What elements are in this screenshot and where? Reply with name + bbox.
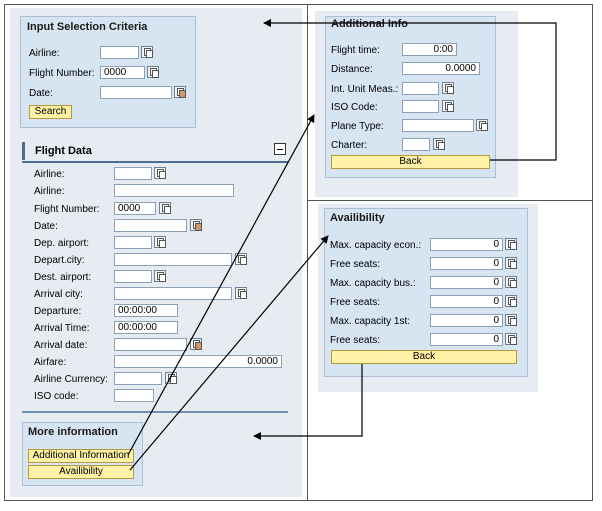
availibility-row-input[interactable]: 0 [430, 314, 503, 327]
availibility-row-label: Free seats: [330, 297, 381, 308]
plane-type-label: Plane Type: [331, 121, 384, 132]
value-help-icon[interactable] [235, 253, 247, 265]
fd-arrival-city-label: Arrival city: [34, 289, 83, 300]
value-help-icon[interactable] [505, 333, 517, 345]
fd-airline-name-label: Airline: [34, 186, 65, 197]
flight-number-label: Flight Number: [29, 68, 95, 79]
value-help-icon[interactable] [154, 236, 166, 248]
fd-arrival-date-input[interactable] [114, 338, 187, 351]
distance-label: Distance: [331, 64, 373, 75]
fd-arrival-time-label: Arrival Time: [34, 323, 90, 334]
charter-label: Charter: [331, 140, 368, 151]
availibility-row-label: Max. capacity bus.: [330, 278, 416, 289]
arrow-back-to-more-info [253, 364, 363, 440]
availibility-back-button[interactable]: Back [331, 350, 517, 364]
value-help-icon[interactable] [147, 66, 159, 78]
fd-flight-number-input[interactable]: 0000 [114, 202, 156, 215]
fd-airline-currency-input[interactable] [114, 372, 162, 385]
fd-arrival-date-label: Arrival date: [34, 340, 88, 351]
flight-data-title: Flight Data [35, 145, 92, 157]
calendar-icon[interactable] [190, 338, 202, 350]
fd-airline-input[interactable] [114, 167, 152, 180]
airline-label: Airline: [29, 48, 60, 59]
flight-time-label: Flight time: [331, 45, 380, 56]
more-information-title: More information [28, 426, 118, 438]
iso-code-label: ISO Code: [331, 102, 378, 113]
value-help-icon[interactable] [442, 100, 454, 112]
fd-airfare-input[interactable]: 0.0000 [114, 355, 282, 368]
additional-info-back-button[interactable]: Back [331, 155, 490, 169]
value-help-icon[interactable] [442, 82, 454, 94]
calendar-icon[interactable] [174, 86, 186, 98]
flight-number-input[interactable]: 0000 [100, 66, 145, 79]
value-help-icon[interactable] [505, 295, 517, 307]
airline-input[interactable] [100, 46, 139, 59]
fd-airline-currency-label: Airline Currency: [34, 374, 108, 385]
fd-dest-airport-label: Dest. airport: [34, 272, 92, 283]
iso-code-input[interactable] [402, 100, 439, 113]
unit-measure-input[interactable] [402, 82, 439, 95]
value-help-icon[interactable] [505, 257, 517, 269]
value-help-icon[interactable] [505, 314, 517, 326]
fd-date-input[interactable] [114, 219, 187, 232]
value-help-icon[interactable] [141, 46, 153, 58]
availibility-row-label: Max. capacity 1st: [330, 316, 411, 327]
value-help-icon[interactable] [476, 119, 488, 131]
value-help-icon[interactable] [235, 287, 247, 299]
fd-departure-label: Departure: [34, 306, 82, 317]
fd-flight-number-label: Flight Number: [34, 204, 100, 215]
value-help-icon[interactable] [154, 167, 166, 179]
fd-depart-city-label: Depart.city: [34, 255, 85, 266]
availibility-row-label: Free seats: [330, 335, 381, 346]
flight-data-header: Flight Data [22, 141, 288, 163]
fd-arrival-city-input[interactable] [114, 287, 232, 300]
fd-depart-city-input[interactable] [114, 253, 232, 266]
input-selection-title: Input Selection Criteria [27, 21, 148, 33]
fd-dest-airport-input[interactable] [114, 270, 152, 283]
fd-dep-airport-input[interactable] [114, 236, 152, 249]
availibility-button[interactable]: Availibility [28, 465, 134, 479]
calendar-icon[interactable] [190, 219, 202, 231]
value-help-icon[interactable] [505, 276, 517, 288]
fd-airline-name-input[interactable] [114, 184, 234, 197]
value-help-icon[interactable] [159, 202, 171, 214]
value-help-icon[interactable] [505, 238, 517, 250]
availibility-title: Availibility [330, 212, 385, 224]
value-help-icon[interactable] [154, 270, 166, 282]
flight-time-input[interactable]: 0:00 [402, 43, 457, 56]
fd-airline-label: Airline: [34, 169, 65, 180]
availibility-row-input[interactable]: 0 [430, 295, 503, 308]
additional-information-button[interactable]: Additional Information [28, 449, 134, 463]
availibility-row-label: Free seats: [330, 259, 381, 270]
arrow-back-to-input [263, 19, 557, 161]
additional-info-title: Additional Info [331, 18, 408, 30]
availibility-row-input[interactable]: 0 [430, 238, 503, 251]
fd-iso-code-label: ISO code: [34, 391, 79, 402]
availibility-row-input[interactable]: 0 [430, 333, 503, 346]
plane-type-input[interactable] [402, 119, 474, 132]
date-label: Date: [29, 88, 53, 99]
distance-input[interactable]: 0.0000 [402, 62, 480, 75]
date-input[interactable] [100, 86, 172, 99]
section-accent-bar [22, 142, 25, 160]
fd-date-label: Date: [34, 221, 58, 232]
availibility-box [324, 208, 528, 377]
section-divider [22, 411, 288, 413]
unit-measure-label: Int. Unit Meas.: [331, 84, 399, 95]
arrow-to-additional-info [127, 114, 315, 456]
fd-dep-airport-label: Dep. airport: [34, 238, 90, 249]
fd-departure-input[interactable]: 00:00:00 [114, 304, 178, 317]
arrow-to-availibility [129, 235, 329, 471]
charter-input[interactable] [402, 138, 430, 151]
availibility-row-label: Max. capacity econ.: [330, 240, 422, 251]
availibility-row-input[interactable]: 0 [430, 276, 503, 289]
availibility-row-input[interactable]: 0 [430, 257, 503, 270]
fd-iso-code-input[interactable] [114, 389, 154, 402]
value-help-icon[interactable] [433, 138, 445, 150]
collapse-icon[interactable] [274, 143, 286, 155]
search-button[interactable]: Search [29, 105, 72, 119]
fd-airfare-label: Airfare: [34, 357, 67, 368]
fd-arrival-time-input[interactable]: 00:00:00 [114, 321, 178, 334]
